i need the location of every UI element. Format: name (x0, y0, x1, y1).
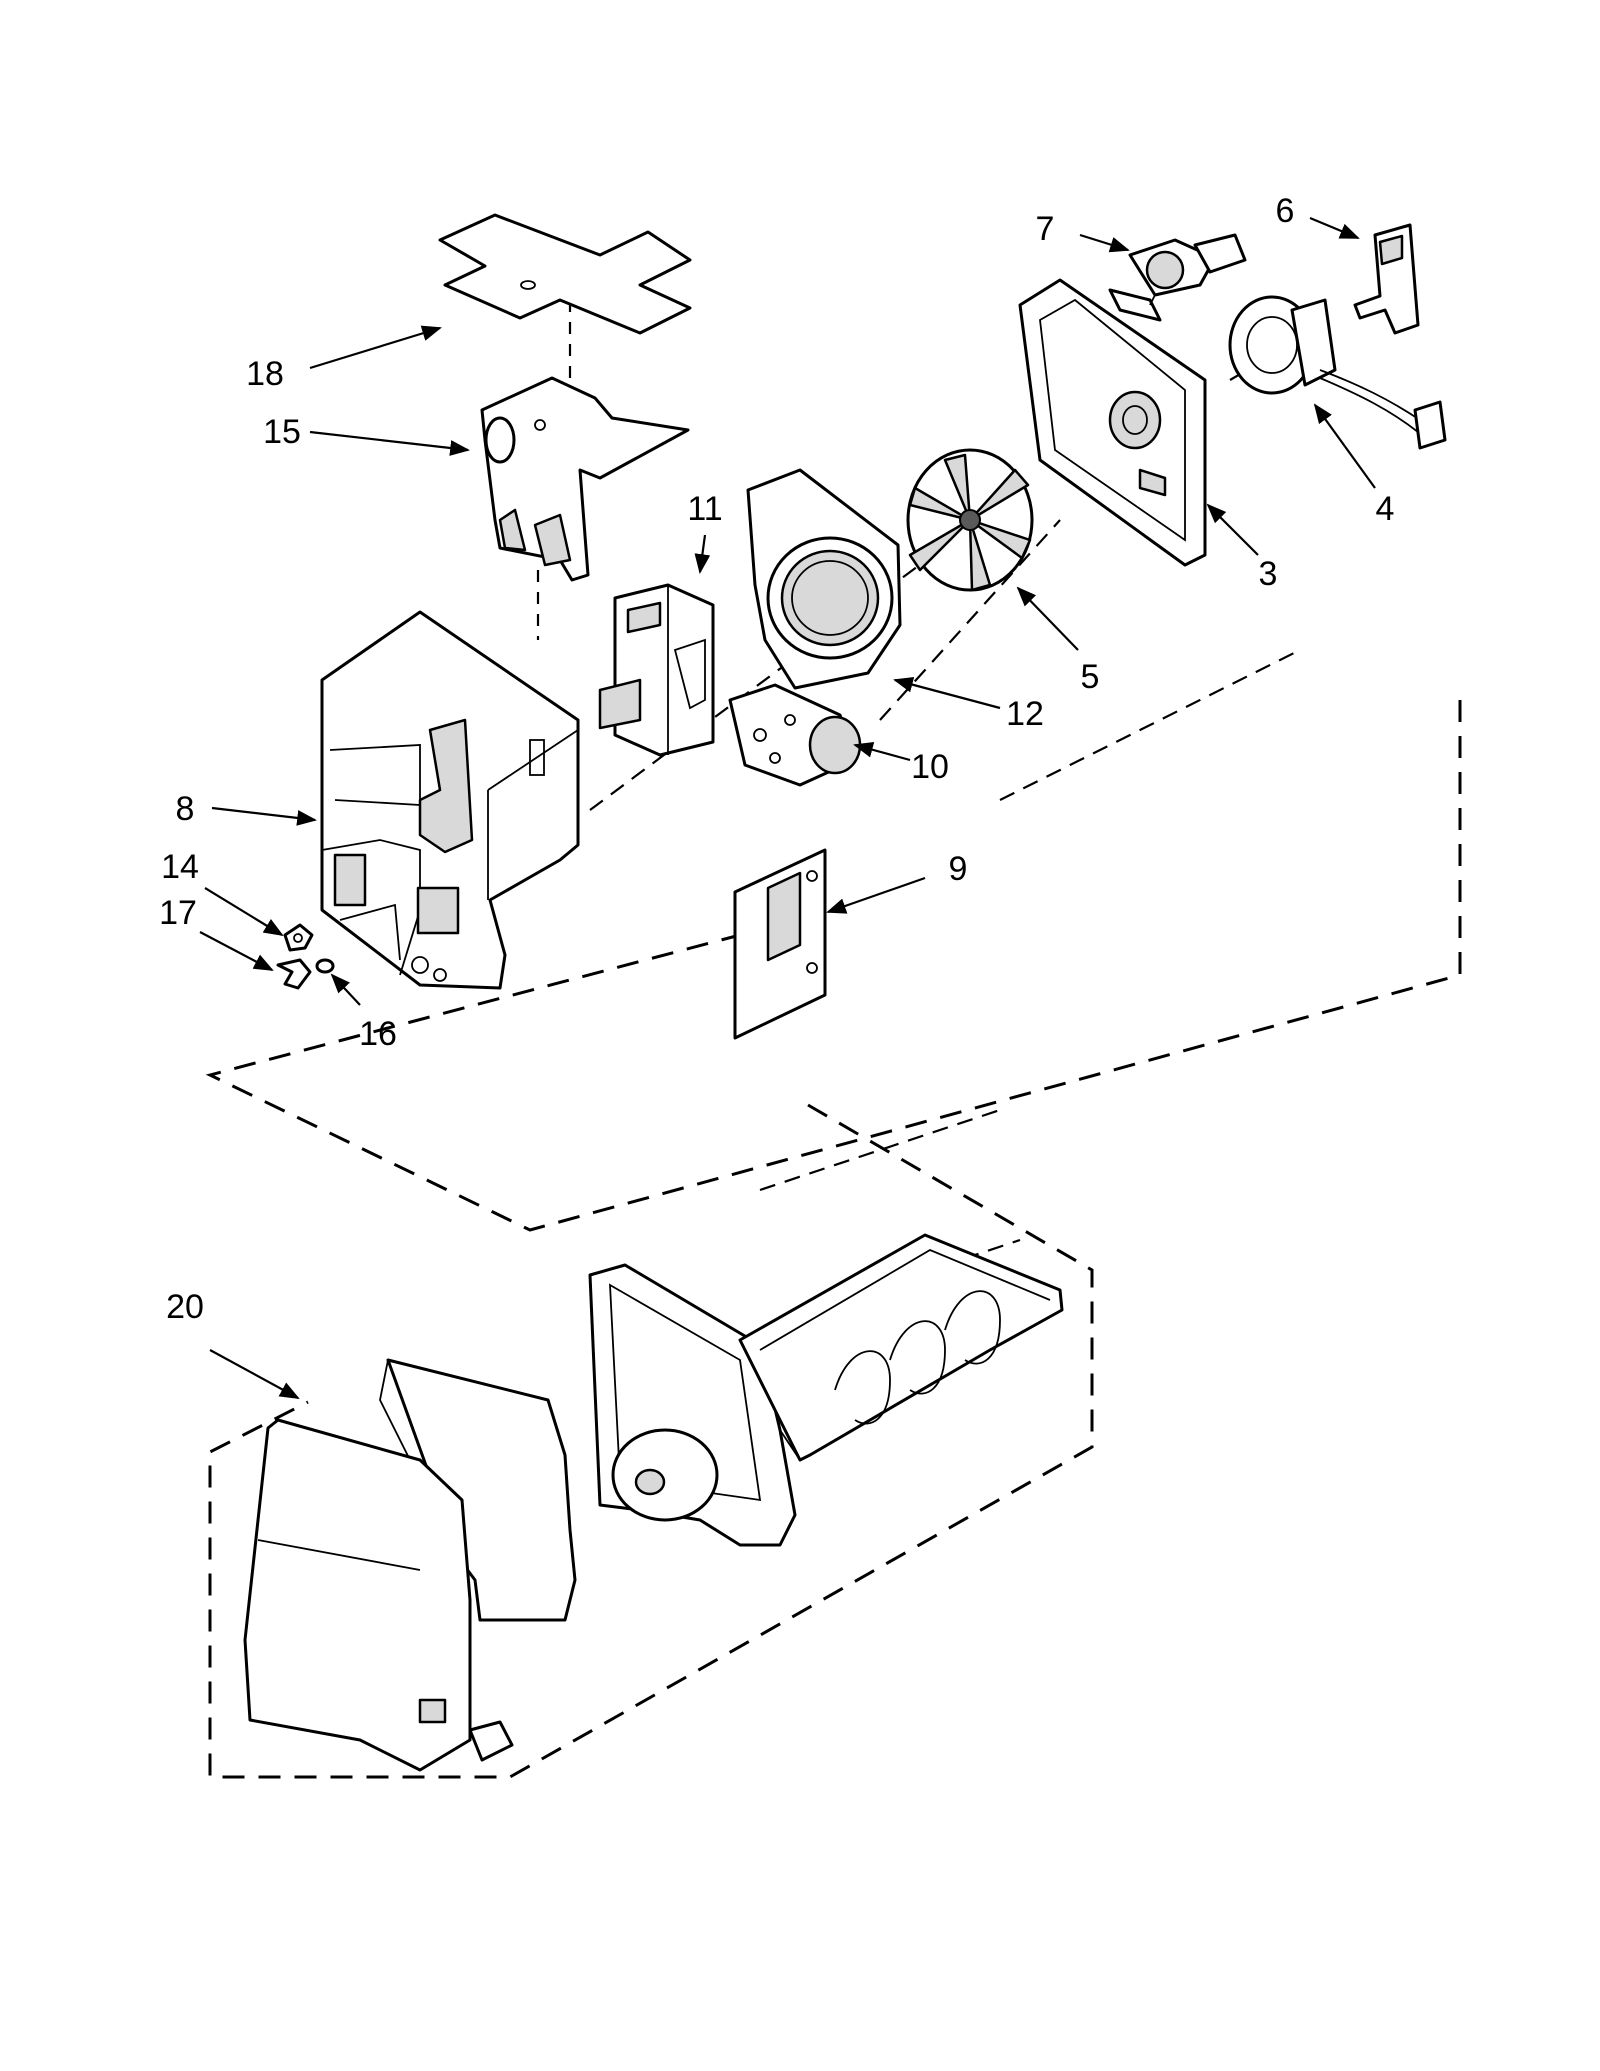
part-6-bracket (1353, 223, 1420, 335)
part-10-gear-motor (728, 683, 862, 787)
leader-20 (209, 1349, 300, 1399)
leader-16 (330, 973, 361, 1006)
callout-12: 12 (1006, 695, 1044, 733)
callout-6: 6 (1276, 192, 1295, 230)
callout-5: 5 (1081, 658, 1100, 696)
leader-14 (204, 887, 284, 937)
upper-assembly-boundary (205, 700, 1462, 1232)
leader-8 (211, 806, 317, 826)
callout-16: 16 (359, 1015, 397, 1053)
part-18-insulation (438, 213, 692, 335)
leader-3 (1206, 503, 1259, 556)
callout-10: 10 (911, 748, 949, 786)
callout-9: 9 (949, 850, 968, 888)
leader-12 (893, 676, 1001, 710)
part-11-switch (598, 583, 715, 757)
leader-7 (1079, 233, 1130, 253)
part-17-clip (276, 958, 312, 990)
part-5-fan-blade (906, 448, 1034, 592)
leader-18 (309, 325, 442, 370)
part-7-damper (1128, 233, 1247, 306)
callout-17: 17 (159, 894, 197, 932)
callout-3: 3 (1259, 555, 1278, 593)
leader-15 (309, 430, 470, 456)
part-8-dispenser-housing (320, 610, 580, 990)
part-4-fan-motor (1228, 295, 1447, 450)
callout-15: 15 (263, 413, 301, 451)
part-16-washer (315, 958, 335, 974)
callout-8: 8 (176, 790, 195, 828)
leader-10 (853, 742, 911, 762)
callout-11: 11 (687, 490, 722, 528)
leader-9 (826, 876, 926, 914)
alignment-line-motor (879, 519, 1061, 721)
part-20-ice-bin (243, 1233, 1064, 1772)
callout-20: 20 (166, 1288, 204, 1326)
leader-11 (694, 534, 711, 574)
leader-17 (199, 931, 274, 971)
leader-5 (1016, 586, 1079, 651)
callout-14: 14 (161, 848, 199, 886)
part-12-fan-shroud (746, 468, 902, 690)
part-15-ice-chute (480, 376, 690, 582)
callout-7: 7 (1036, 210, 1055, 248)
alignment-line-fan (999, 649, 1301, 801)
part-14-screw (283, 923, 314, 952)
callout-4: 4 (1376, 490, 1395, 528)
ice-bin-assembly-boundary (208, 1103, 1094, 1779)
leader-6 (1309, 216, 1360, 240)
callout-18: 18 (246, 355, 284, 393)
alignment-line-bin (759, 1108, 1001, 1192)
part-9-cover-plate (733, 848, 827, 1040)
part-3-fan-frame (1018, 278, 1207, 567)
leader-4 (1313, 403, 1376, 489)
